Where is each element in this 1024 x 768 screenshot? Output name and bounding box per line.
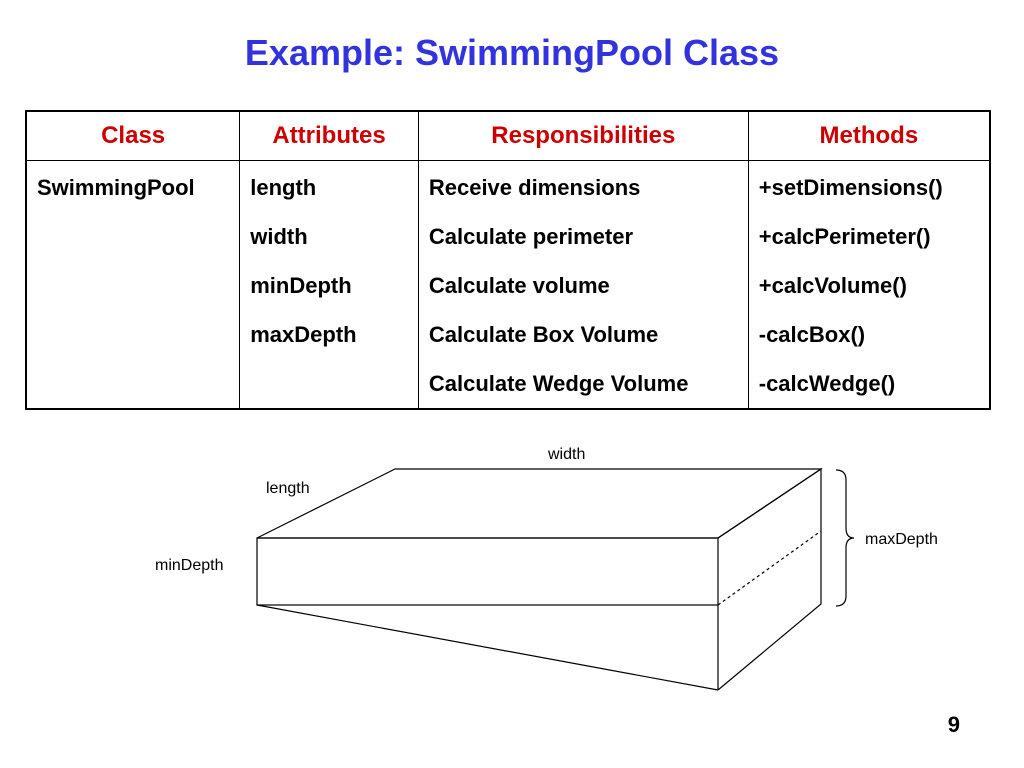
header-class: Class — [25, 110, 241, 161]
pool-hidden-edge — [717, 530, 822, 606]
pool-right-face — [717, 467, 822, 691]
label-maxdepth: maxDepth — [865, 531, 938, 548]
table-row: minDepth Calculate volume +calcVolume() — [25, 261, 991, 310]
table-cell-attribute — [239, 359, 419, 409]
table-cell-attribute: length — [239, 160, 419, 212]
table-cell-method: +setDimensions() — [747, 160, 991, 212]
maxdepth-brace — [835, 469, 855, 607]
table-cell-responsibility: Calculate Box Volume — [417, 310, 749, 359]
table-cell-attribute: maxDepth — [239, 310, 419, 359]
table-cell-responsibility: Calculate Wedge Volume — [417, 359, 749, 409]
pool-wedge-bottom — [256, 604, 719, 691]
table-row: width Calculate perimeter +calcPerimeter… — [25, 212, 991, 261]
crc-table: Class Attributes Responsibilities Method… — [25, 110, 991, 410]
header-methods: Methods — [747, 110, 991, 161]
table-cell-method: +calcVolume() — [747, 261, 991, 310]
table-cell-attribute: width — [239, 212, 419, 261]
table-cell-class — [25, 359, 241, 409]
pool-top-face — [256, 468, 823, 539]
table-cell-class: SwimmingPool — [25, 160, 241, 212]
pool-front-face — [256, 537, 719, 606]
header-attributes: Attributes — [239, 110, 419, 161]
table-row: Calculate Wedge Volume -calcWedge() — [25, 359, 991, 409]
table-cell-class — [25, 261, 241, 310]
table-cell-responsibility: Calculate perimeter — [417, 212, 749, 261]
table-header-row: Class Attributes Responsibilities Method… — [25, 110, 991, 161]
page-number: 9 — [947, 712, 960, 737]
table-cell-responsibility: Receive dimensions — [417, 160, 749, 212]
label-mindepth: minDepth — [155, 557, 223, 574]
label-width: width — [547, 446, 585, 463]
table-cell-attribute: minDepth — [239, 261, 419, 310]
table-row: maxDepth Calculate Box Volume -calcBox() — [25, 310, 991, 359]
header-responsibilities: Responsibilities — [417, 110, 749, 161]
slide-title: Example: SwimmingPool Class — [244, 32, 780, 73]
table-cell-method: -calcBox() — [747, 310, 991, 359]
table-cell-method: -calcWedge() — [747, 359, 991, 409]
table-cell-method: +calcPerimeter() — [747, 212, 991, 261]
table-cell-class — [25, 310, 241, 359]
table-cell-responsibility: Calculate volume — [417, 261, 749, 310]
label-length: length — [266, 480, 310, 497]
table-cell-class — [25, 212, 241, 261]
table-row: SwimmingPool length Receive dimensions +… — [25, 160, 991, 212]
